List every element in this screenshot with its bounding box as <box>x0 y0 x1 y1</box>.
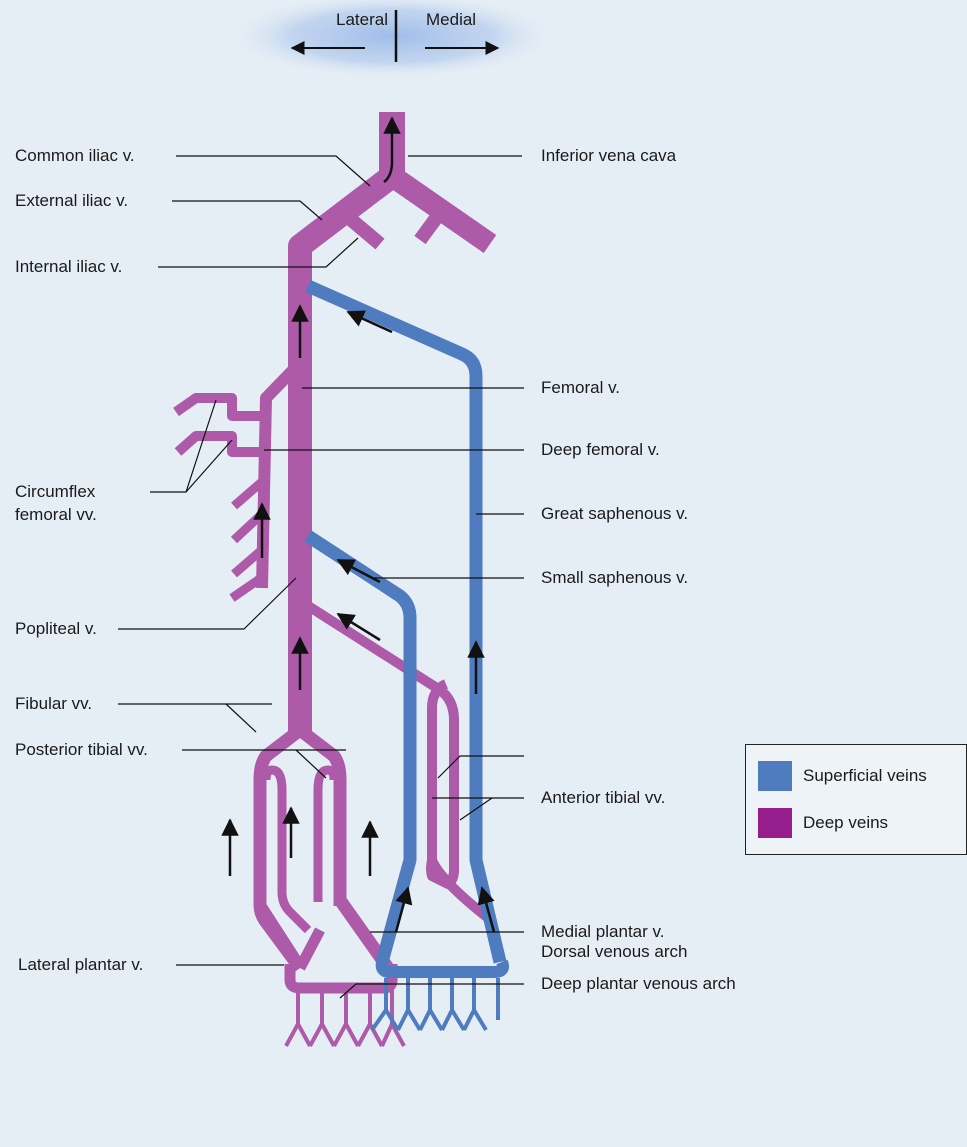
femoral-label: Femoral v. <box>541 378 620 398</box>
legend: Superficial veins Deep veins <box>745 744 967 855</box>
internal-iliac-medial-vessel <box>420 210 442 240</box>
legend-item-superficial: Superficial veins <box>758 761 927 791</box>
superficial-swatch <box>758 761 792 791</box>
medial-plantar-label: Medial plantar v. <box>541 922 664 942</box>
common-iliac-label: Common iliac v. <box>15 146 135 166</box>
deep-veins <box>176 112 490 1046</box>
great-saphenous-label: Great saphenous v. <box>541 504 688 524</box>
fibular-label: Fibular vv. <box>15 694 92 714</box>
internal-iliac-vessel <box>342 212 380 244</box>
small-saphenous-label: Small saphenous v. <box>541 568 688 588</box>
medial-label: Medial <box>426 10 476 30</box>
legend-item-deep: Deep veins <box>758 808 888 838</box>
dorsal-venous-arch-vessel <box>382 962 503 972</box>
external-iliac-label: External iliac v. <box>15 191 128 211</box>
circumflex-label-line2: femoral vv. <box>15 505 97 525</box>
inferior-vena-cava-label: Inferior vena cava <box>541 146 676 166</box>
legend-label-deep: Deep veins <box>803 813 888 833</box>
superficial-veins <box>308 286 503 1030</box>
circumflex-label-line1: Circumflex <box>15 482 95 502</box>
deep-plantar-arch-label: Deep plantar venous arch <box>541 974 736 994</box>
posterior-tibial-label: Posterior tibial vv. <box>15 740 148 760</box>
internal-iliac-label: Internal iliac v. <box>15 257 122 277</box>
lateral-label: Lateral <box>336 10 388 30</box>
dorsal-venous-arch-label: Dorsal venous arch <box>541 942 687 962</box>
legend-label-superficial: Superficial veins <box>803 766 927 786</box>
lateral-plantar-label: Lateral plantar v. <box>18 955 143 975</box>
deep-femoral-label: Deep femoral v. <box>541 440 660 460</box>
orientation-glow <box>224 0 560 80</box>
circumflex-femoral-vessel <box>176 398 262 416</box>
deep-swatch <box>758 808 792 838</box>
popliteal-label: Popliteal v. <box>15 619 97 639</box>
anterior-tibial-label: Anterior tibial vv. <box>541 788 665 808</box>
